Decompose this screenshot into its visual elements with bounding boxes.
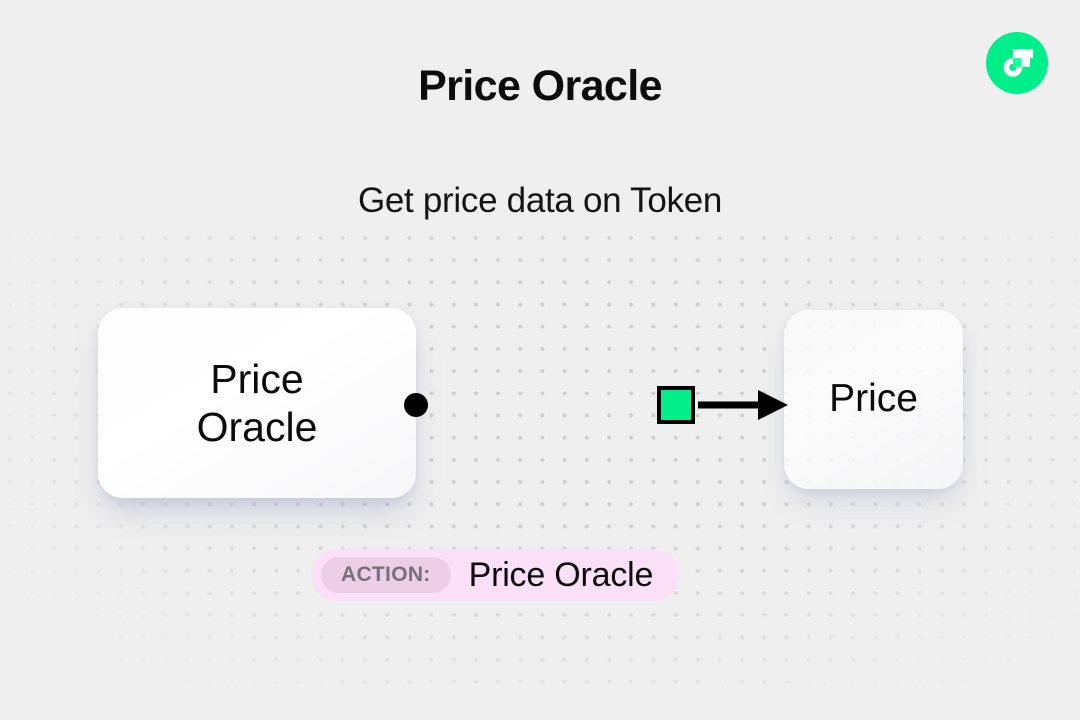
node-card-price-oracle[interactable]: Price Oracle (98, 308, 416, 498)
action-badge[interactable]: ACTION: Price Oracle (311, 549, 680, 601)
node-label-line-2: Oracle (196, 404, 318, 450)
node-label-line-1: Price (829, 377, 918, 421)
action-badge-value: Price Oracle (468, 555, 654, 594)
node-card-price-label: Price (829, 376, 918, 422)
node-card-price[interactable]: Price (784, 310, 963, 489)
connector-edge[interactable] (398, 382, 794, 428)
action-badge-chip-label: ACTION: (321, 557, 451, 593)
node-label-line-1: Price (210, 355, 304, 402)
flow-logo-icon (986, 32, 1048, 94)
page-title: Price Oracle (418, 62, 662, 110)
page-subtitle: Get price data on Token (357, 181, 723, 220)
connector-marker-square[interactable] (657, 386, 695, 424)
node-card-price-oracle-label: Price Oracle (197, 355, 318, 452)
